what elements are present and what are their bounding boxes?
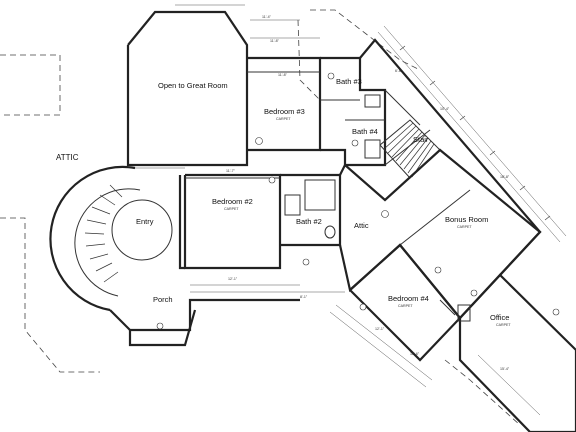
label-bath-2: Bath #2: [296, 217, 322, 226]
stair: [379, 119, 441, 179]
svg-text:12'-1": 12'-1": [228, 277, 238, 281]
svg-text:6'-6": 6'-6": [395, 69, 403, 73]
label-attic-mid: Attic: [354, 221, 369, 230]
sublabel-bedroom-3: CARPET: [276, 117, 291, 121]
svg-text:18'-8": 18'-8": [500, 175, 510, 179]
svg-text:15'-4": 15'-4": [500, 367, 510, 371]
roof-outline: [0, 9, 521, 426]
office-walls: [457, 273, 576, 432]
label-bedroom-2: Bedroom #2: [212, 197, 253, 206]
label-stair: Stair: [413, 135, 429, 144]
label-bonus-room: Bonus Room: [445, 215, 488, 224]
svg-text:12'-6": 12'-6": [410, 352, 420, 356]
svg-text:11'-7": 11'-7": [226, 169, 236, 173]
entry-rotunda: [49, 165, 300, 332]
label-bath-3: Bath #3: [336, 77, 362, 86]
fixture-markers: [156, 72, 560, 330]
label-bedroom-3: Bedroom #3: [264, 107, 305, 116]
bath2-walls: [280, 173, 342, 247]
sublabel-bonus-room: CARPET: [457, 225, 472, 229]
label-bedroom-4: Bedroom #4: [388, 294, 429, 303]
porch-walls: [128, 309, 197, 347]
sublabel-office: CARPET: [496, 323, 511, 327]
dimension-lines-top: [130, 4, 345, 293]
bath3-bath4-walls: [320, 56, 387, 167]
sublabel-bedroom-2: CARPET: [224, 207, 239, 211]
dimension-text: 11'-4" 11'-8" 11'-8" 11'-7" 12'-1" 8'-1"…: [226, 15, 510, 371]
label-great-room: Open to Great Room: [158, 81, 228, 90]
bedroom3-walls: [247, 56, 322, 152]
svg-text:11'-8": 11'-8": [278, 73, 288, 77]
sublabel-bedroom-4: CARPET: [398, 304, 413, 308]
svg-text:10'-4": 10'-4": [440, 107, 450, 111]
bedroom2-walls: [183, 173, 282, 270]
label-entry: Entry: [136, 217, 154, 226]
label-office: Office: [490, 313, 509, 322]
great-room-walls: [126, 10, 249, 167]
svg-text:11'-4": 11'-4": [262, 15, 272, 19]
label-bath-4: Bath #4: [352, 127, 378, 136]
svg-text:8'-1": 8'-1": [300, 295, 308, 299]
dimension-lines-right: [329, 25, 567, 416]
svg-text:12'-1": 12'-1": [375, 327, 385, 331]
svg-text:11'-8": 11'-8": [270, 39, 280, 43]
label-porch: Porch: [153, 295, 173, 304]
label-attic-left: ATTIC: [56, 153, 79, 162]
